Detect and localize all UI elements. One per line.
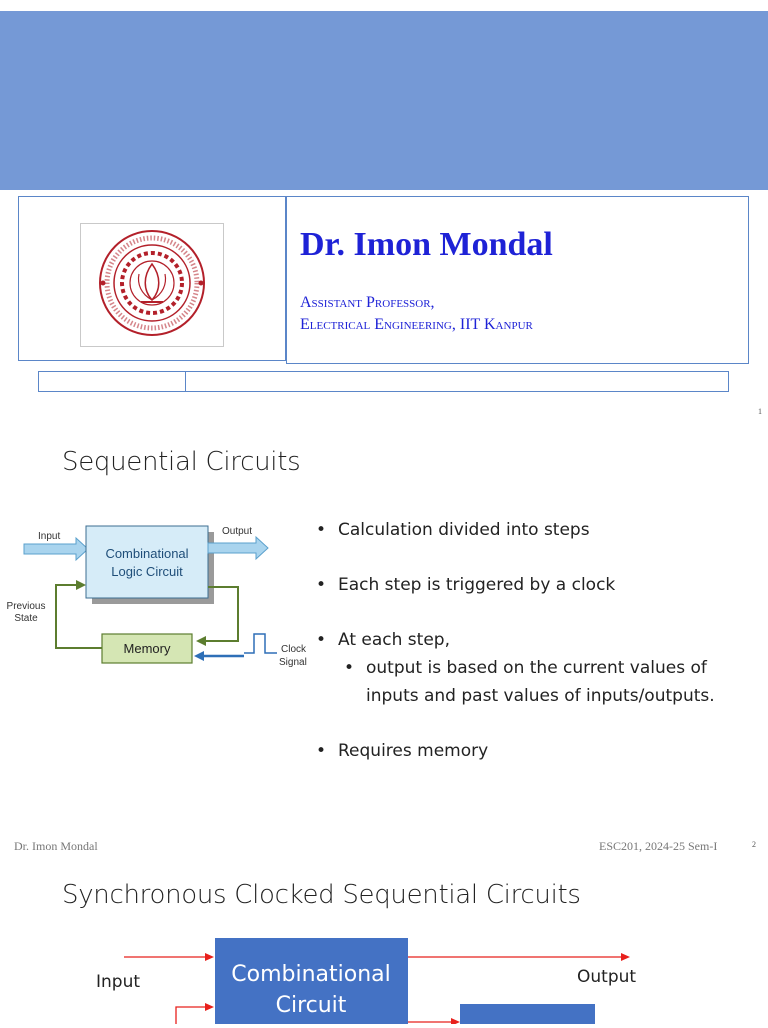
input-arrow xyxy=(23,536,89,562)
output-label: Output xyxy=(577,967,636,987)
bullet-item: •Each step is triggered by a clock xyxy=(316,575,616,595)
previous-state-label-line1: Previous xyxy=(7,601,46,612)
footer-author: Dr. Imon Mondal xyxy=(14,839,98,853)
footer-strip xyxy=(38,371,729,392)
comb-label-line1: Combinational xyxy=(231,962,391,987)
input-label: Input xyxy=(38,531,60,542)
sub-bullet-continuation: inputs and past values of inputs/outputs… xyxy=(366,686,715,706)
footer-course: ESC201, 2024-25 Sem-I xyxy=(599,839,718,853)
clock-pulse xyxy=(244,633,277,654)
previous-state-label-line2: State xyxy=(14,613,38,624)
memory-element-block xyxy=(460,1004,595,1024)
memory-label: Memory xyxy=(124,641,171,656)
output-arrow xyxy=(207,535,269,561)
presenter-name: Dr. Imon Mondal xyxy=(300,226,553,263)
comb-label-line1: Combinational xyxy=(105,546,188,561)
info-frame xyxy=(286,196,749,364)
bullet-item: •At each step, xyxy=(316,630,450,650)
presenter-title: Assistant Professor, xyxy=(300,294,435,311)
sequential-circuit-diagram: Input Combinational Logic Circuit Output… xyxy=(0,515,315,675)
combinational-circuit-block xyxy=(215,938,408,1024)
clock-signal-label-line2: Signal xyxy=(279,657,307,668)
bullet-item: •Calculation divided into steps xyxy=(316,520,590,540)
slide-title: Sequential Circuits xyxy=(62,447,301,477)
clock-signal-label-line1: Clock xyxy=(281,644,307,655)
sub-bullet-item: •output is based on the current values o… xyxy=(344,658,707,678)
comb-label-line2: Logic Circuit xyxy=(111,564,183,579)
presenter-affiliation: Electrical Engineering, IIT Kanpur xyxy=(300,316,533,333)
bullet-item: •Requires memory xyxy=(316,741,489,761)
title-banner xyxy=(0,11,768,190)
seal-icon xyxy=(99,230,205,336)
input-label: Input xyxy=(96,972,140,992)
footer-strip-divider xyxy=(185,371,186,392)
memory-block xyxy=(101,633,193,664)
synchronous-circuit-diagram: Input Combinational Circuit Output xyxy=(0,930,768,1026)
comb-label-line2: Circuit xyxy=(276,993,347,1018)
combinational-logic-block xyxy=(85,525,209,599)
output-label: Output xyxy=(222,526,252,537)
page-number: 2 xyxy=(752,840,756,849)
slide-title: Synchronous Clocked Sequential Circuits xyxy=(62,880,581,910)
page-number: 1 xyxy=(758,407,762,416)
iit-kanpur-logo xyxy=(80,223,224,347)
